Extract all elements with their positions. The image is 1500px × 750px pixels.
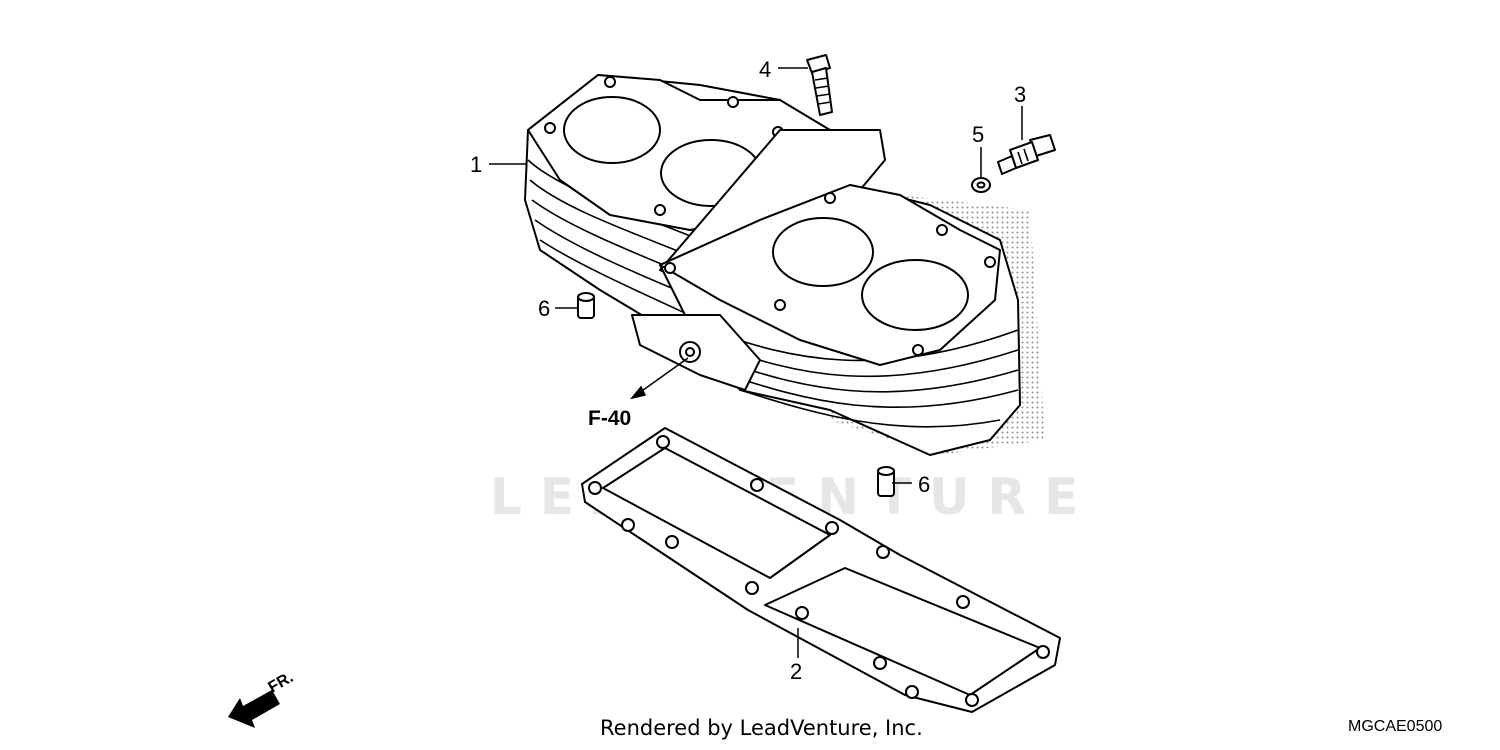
dowel-pin-lower[interactable]	[877, 466, 895, 497]
sensor[interactable]	[997, 134, 1056, 175]
front-arrow-icon	[228, 690, 280, 728]
callout-6-upper: 6	[538, 296, 550, 321]
callout-5: 5	[972, 122, 984, 147]
callout-2: 2	[790, 659, 802, 684]
callout-6-lower: 6	[918, 472, 930, 497]
washer[interactable]	[971, 177, 991, 193]
bolt[interactable]	[806, 54, 833, 116]
callout-4: 4	[759, 57, 771, 82]
cylinder-block[interactable]	[524, 74, 1021, 456]
diagram-code: MGCAE0500	[1348, 718, 1443, 735]
gasket[interactable]	[581, 427, 1061, 713]
callout-3: 3	[1014, 82, 1026, 107]
dowel-pin-upper[interactable]	[577, 292, 595, 319]
leader-lines	[489, 67, 1023, 658]
callout-1: 1	[470, 152, 482, 177]
reference-label[interactable]: F-40	[588, 407, 631, 430]
rendered-by-text: Rendered by LeadVenture, Inc.	[600, 716, 923, 740]
